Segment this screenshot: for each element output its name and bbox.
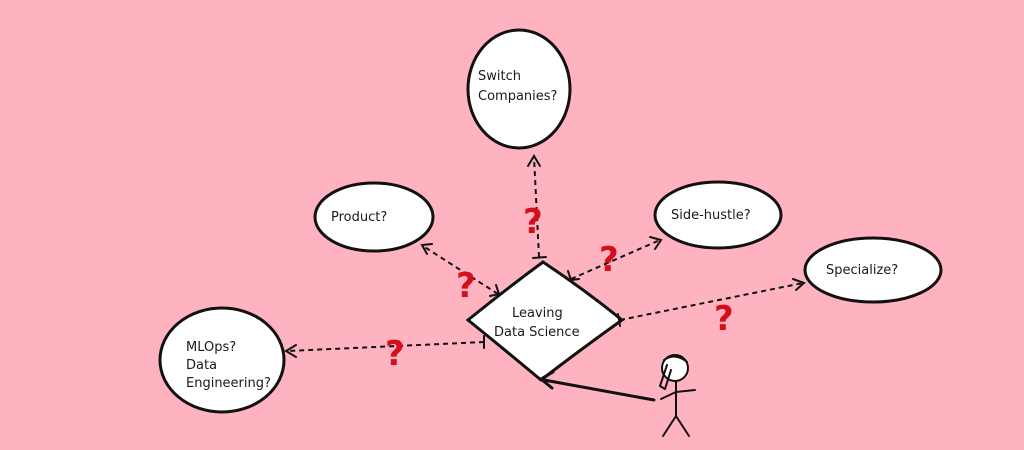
arrow-to-switch-companies (527, 154, 547, 259)
question-mark-mlops: ? (385, 334, 405, 374)
question-mark-side-hustle: ? (599, 240, 619, 280)
arrow-to-mlops (284, 335, 485, 358)
node-mlops-line-3: Engineering? (186, 376, 271, 391)
node-switch-companies: Switch Companies? (466, 28, 572, 150)
arrow-to-side-hustle (567, 236, 663, 282)
node-center-line-2: Data Science (494, 325, 580, 340)
node-center-line-1: Leaving (512, 306, 563, 321)
node-specialize: Specialize? (803, 236, 943, 304)
arrow-figure-to-center (539, 370, 656, 402)
question-mark-top: ? (523, 202, 543, 242)
stick-figure-person (659, 354, 696, 437)
question-mark-specialize: ? (714, 299, 734, 339)
node-mlops-line-1: MLOps? (186, 340, 236, 355)
question-mark-product: ? (456, 266, 476, 306)
arrow-to-specialize (617, 278, 806, 327)
node-side-hustle-label: Side-hustle? (671, 208, 751, 223)
node-switch-companies-line-1: Switch (478, 69, 521, 84)
arrow-to-product (420, 243, 501, 297)
node-product: Product? (313, 181, 435, 253)
node-specialize-label: Specialize? (826, 263, 898, 278)
node-mlops: MLOps? Data Engineering? (158, 306, 286, 414)
node-switch-companies-line-2: Companies? (478, 89, 557, 104)
node-side-hustle: Side-hustle? (653, 180, 783, 250)
node-mlops-line-2: Data (186, 358, 217, 373)
node-product-label: Product? (331, 210, 387, 225)
